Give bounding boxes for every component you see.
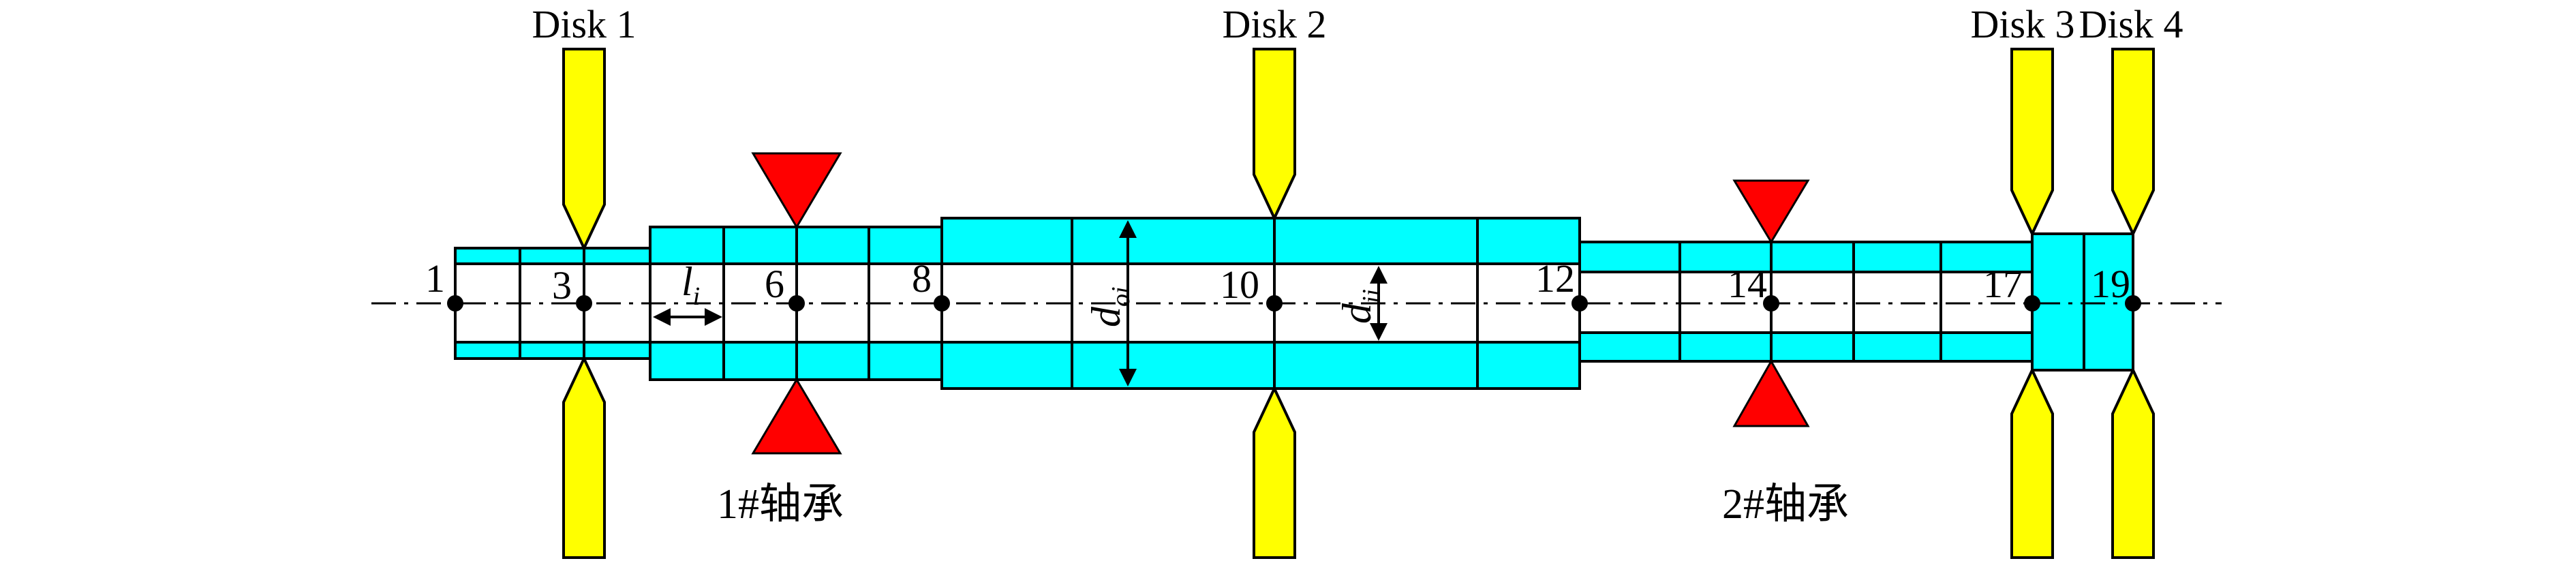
node-17 (2024, 295, 2040, 312)
bearing-1 (751, 152, 842, 455)
node-label-3: 3 (552, 263, 572, 307)
disk-labels: Disk 1 Disk 2 Disk 3 Disk 4 (532, 2, 2183, 46)
svg-text:doi: doi (1084, 286, 1135, 327)
node-12 (1571, 295, 1588, 312)
segment-length-arrow (653, 308, 722, 326)
node-1 (447, 295, 463, 312)
node-labels: 1 3 6 8 10 12 14 17 19 (425, 256, 2130, 307)
node-label-14: 14 (1728, 262, 1767, 306)
disk-4 (2111, 48, 2155, 559)
node-label-12: 12 (1535, 256, 1575, 301)
bearing-2-label: 2#轴承 (1722, 481, 1849, 528)
node-label-10: 10 (1220, 262, 1259, 307)
disk-1-label: Disk 1 (532, 2, 636, 46)
disk-4-label: Disk 4 (2079, 2, 2183, 46)
node-label-19: 19 (2091, 262, 2130, 306)
dimension-labels: li doi dii (681, 259, 1386, 327)
node-label-1: 1 (425, 256, 445, 301)
node-6 (788, 295, 805, 312)
inner-diameter-arrow (1370, 266, 1387, 341)
bearings (751, 152, 1810, 455)
node-label-6: 6 (765, 262, 784, 306)
node-label-8: 8 (912, 256, 932, 301)
bearing-1-label: 1#轴承 (717, 481, 844, 528)
node-points (447, 295, 2141, 312)
disk-3 (2010, 48, 2054, 559)
node-10 (1266, 295, 1283, 312)
svg-text:dii: dii (1334, 289, 1386, 324)
disk-1 (562, 48, 606, 559)
node-3 (576, 295, 592, 312)
element-divisions (519, 218, 2085, 389)
inner-diameter-label: dii (1334, 289, 1386, 324)
node-8 (934, 295, 950, 312)
outer-diameter-label: doi (1084, 286, 1135, 327)
disk-2-label: Disk 2 (1222, 2, 1326, 46)
bearing-labels: 1#轴承 2#轴承 (717, 481, 1849, 528)
node-label-17: 17 (1983, 262, 2023, 306)
segment-length-label: li (681, 259, 700, 311)
node-14 (1763, 295, 1779, 312)
node-19 (2125, 295, 2141, 312)
outer-diameter-arrow (1119, 220, 1137, 386)
disk-3-label: Disk 3 (1970, 2, 2074, 46)
